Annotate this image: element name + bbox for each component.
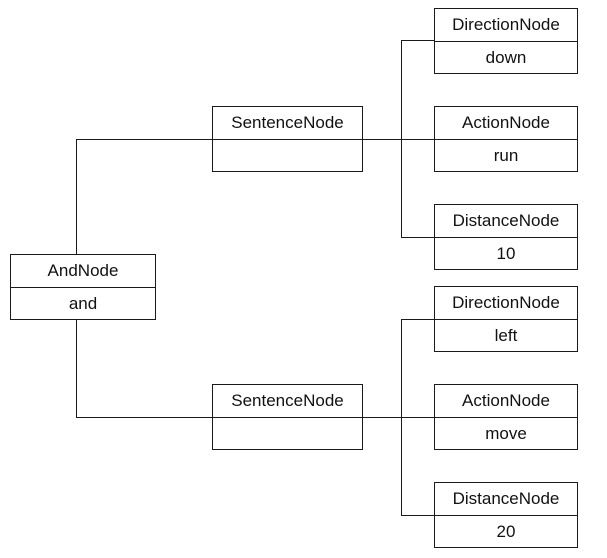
node-value-label: and: [68, 294, 98, 313]
node-type-label: DirectionNode: [435, 287, 577, 320]
node-type-label: DirectionNode: [435, 9, 577, 42]
node-type-label: AndNode: [11, 255, 155, 288]
node-type-label: ActionNode: [435, 385, 577, 418]
node-type-label: DistanceNode: [435, 205, 577, 238]
node-value-label: 20: [496, 522, 516, 541]
connector-root-to-sentence2: [76, 320, 212, 418]
and-node: AndNode and: [10, 254, 156, 320]
direction-node-2: DirectionNode left: [434, 286, 578, 352]
connector-sentence2-bracket: [401, 319, 434, 516]
node-value-label: move: [485, 424, 527, 443]
node-type-label: SentenceNode: [213, 107, 362, 140]
node-value-label: [213, 140, 362, 172]
node-value-label: [213, 418, 362, 450]
node-type-label: SentenceNode: [213, 385, 362, 418]
connector-root-to-sentence1: [76, 139, 212, 254]
node-value-label: 10: [496, 244, 516, 263]
sentence-node-1: SentenceNode: [212, 106, 363, 172]
action-node-2: ActionNode move: [434, 384, 578, 450]
connector-sentence1-bracket: [401, 40, 434, 238]
action-node-1: ActionNode run: [434, 106, 578, 172]
direction-node-1: DirectionNode down: [434, 8, 578, 74]
node-type-label: DistanceNode: [435, 483, 577, 516]
distance-node-1: DistanceNode 10: [434, 204, 578, 270]
distance-node-2: DistanceNode 20: [434, 482, 578, 548]
node-value-label: run: [493, 146, 519, 165]
sentence-node-2: SentenceNode: [212, 384, 363, 450]
node-value-label: left: [494, 326, 518, 345]
node-value-label: down: [485, 48, 527, 67]
node-type-label: ActionNode: [435, 107, 577, 140]
